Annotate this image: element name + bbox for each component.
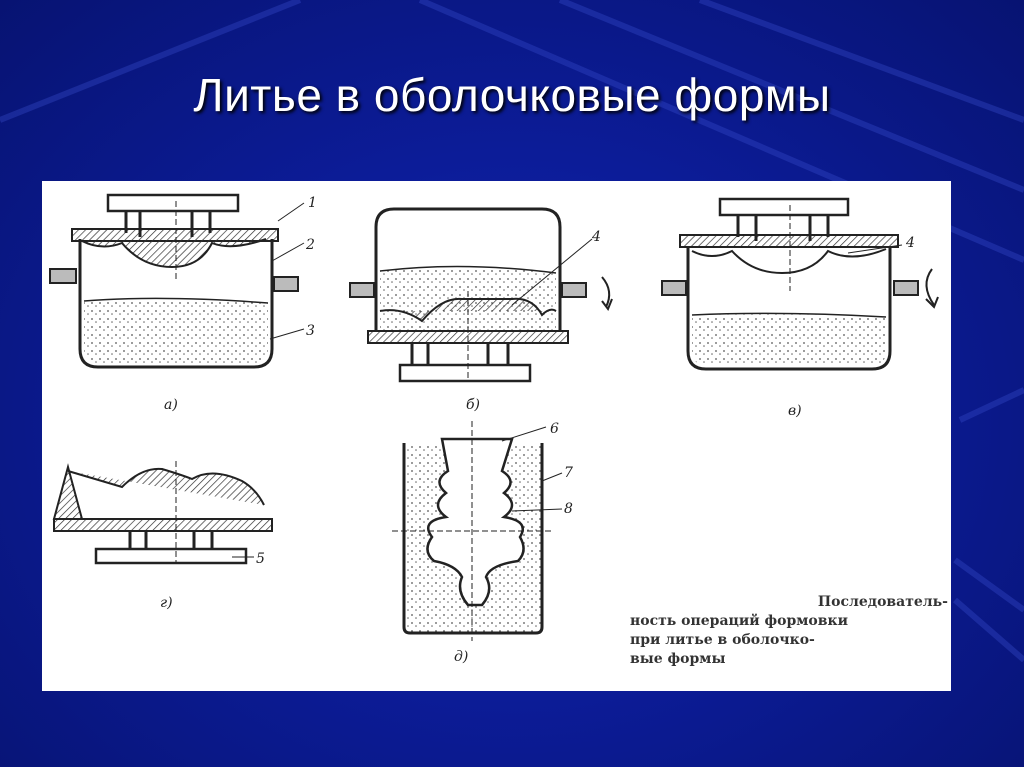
caption-line-4: вые формы [630,651,726,667]
part-number-3: 3 [306,323,315,339]
part-number-5: 5 [256,551,265,567]
part-number-4-b: 4 [591,229,601,245]
panel-label-c: в) [788,403,802,419]
part-number-8: 8 [564,501,573,517]
panel-label-b: б) [466,397,480,413]
part-number-7: 7 [564,465,573,481]
panel-c-shell [661,197,939,371]
part-number-4-c: 4 [905,235,915,251]
panel-b-inverted [349,207,613,383]
figure-caption: Последователь- ность операций формовки п… [630,593,948,669]
part-number-6: 6 [550,421,559,437]
panel-label-a: а) [164,397,178,413]
panel-e-assembled-mold [392,421,563,641]
panel-a-bucket [49,193,305,369]
panel-label-d: д) [454,649,468,665]
panel-label-g: г) [160,595,173,611]
caption-line-2: ность операций формовки [630,613,848,629]
slide-title: Литье в оболочковые формы [193,69,831,121]
part-number-1: 1 [308,195,317,211]
molding-diagram: 1 2 3 а) 4 б) [49,193,939,665]
part-number-2: 2 [305,237,315,253]
panel-d-shell-removed [52,461,273,565]
caption-line-3: при литье в оболочко- [630,632,815,648]
caption-line-1: Последователь- [817,594,948,610]
diagram-figure: 1 2 3 а) 4 б) [42,181,951,691]
